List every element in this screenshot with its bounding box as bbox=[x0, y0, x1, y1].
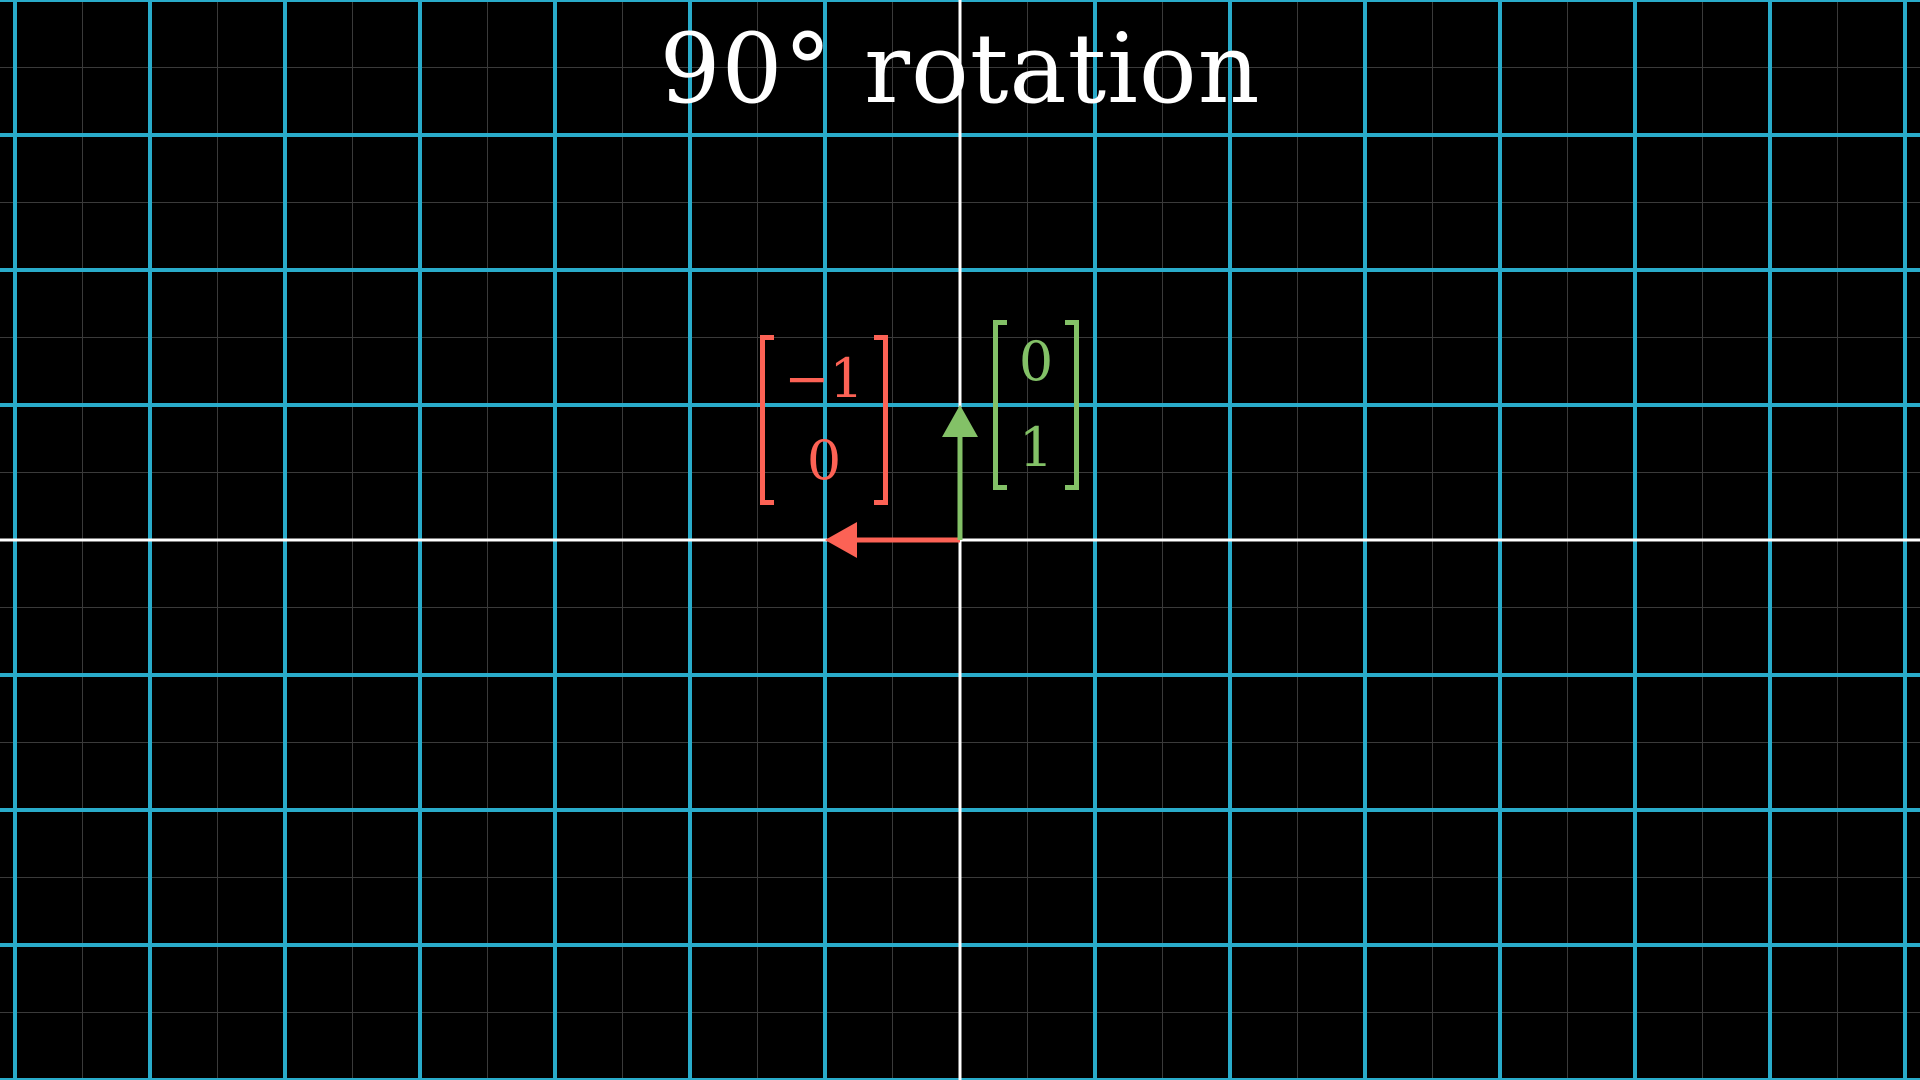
title: 90° rotation bbox=[659, 13, 1261, 125]
right-bracket bbox=[1065, 320, 1079, 490]
left-bracket bbox=[993, 320, 1007, 490]
i-hat-vector-tip bbox=[825, 522, 857, 558]
j-hat-vector-tip bbox=[942, 405, 978, 437]
j-hat-entry-bottom: 1 bbox=[1018, 416, 1054, 479]
i-hat-column-vector: −1 0 bbox=[760, 335, 888, 505]
j-hat-entry-top: 0 bbox=[1018, 330, 1054, 393]
left-bracket bbox=[760, 335, 774, 505]
right-bracket bbox=[874, 335, 888, 505]
j-hat-vector bbox=[942, 405, 978, 540]
j-hat-column-vector: 0 1 bbox=[993, 320, 1079, 490]
i-hat-entry-bottom: 0 bbox=[806, 429, 842, 492]
i-hat-vector bbox=[825, 522, 960, 558]
i-hat-entry-top: −1 bbox=[784, 347, 864, 410]
